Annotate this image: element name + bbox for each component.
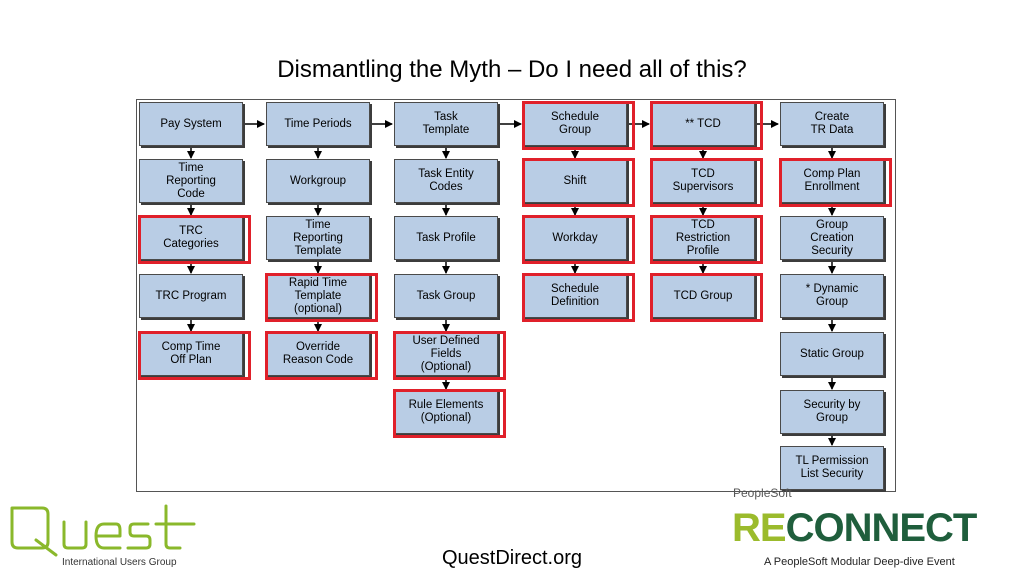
quest-logo xyxy=(10,504,196,557)
quest-tagline: International Users Group xyxy=(62,557,177,568)
flow-node: Shift xyxy=(523,159,627,203)
flow-node: Schedule Group xyxy=(523,102,627,146)
connector-layer xyxy=(187,120,836,446)
flow-node: Workgroup xyxy=(266,159,370,203)
flow-node: Time Reporting Template xyxy=(266,216,370,260)
red-highlight-box xyxy=(265,331,378,380)
flow-node: TCD Group xyxy=(651,274,755,318)
flow-node: Task Group xyxy=(394,274,498,318)
red-highlight-box xyxy=(650,273,763,322)
reconnect-logo-connect: CONNECT xyxy=(785,506,978,550)
flow-node: * Dynamic Group xyxy=(780,274,884,318)
flow-node: Pay System xyxy=(139,102,243,146)
footer-url: QuestDirect.org xyxy=(441,547,583,569)
red-highlight-box xyxy=(522,215,635,264)
slide-title: Dismantling the Myth – Do I need all of … xyxy=(277,56,747,83)
flow-node: Static Group xyxy=(780,332,884,376)
flow-node: TL Permission List Security xyxy=(780,446,884,490)
red-highlight-box xyxy=(650,101,763,150)
flow-node: TCD Restriction Profile xyxy=(651,216,755,260)
red-highlight-box xyxy=(393,389,506,438)
red-highlight-box xyxy=(522,101,635,150)
reconnect-logo-re: RE xyxy=(732,506,787,550)
peoplesoft-label: PeopleSoft xyxy=(733,486,792,500)
flow-node: Group Creation Security xyxy=(780,216,884,260)
reconnect-tagline: A PeopleSoft Modular Deep-dive Event xyxy=(764,556,955,568)
flow-node: Task Profile xyxy=(394,216,498,260)
flow-node: Time Reporting Code xyxy=(139,159,243,203)
red-highlight-box xyxy=(522,273,635,322)
red-highlight-box xyxy=(522,158,635,207)
flow-node: Time Periods xyxy=(266,102,370,146)
flow-node: Comp Time Off Plan xyxy=(139,332,243,376)
red-highlight-box xyxy=(138,331,251,380)
flow-node: Create TR Data xyxy=(780,102,884,146)
flow-node: TCD Supervisors xyxy=(651,159,755,203)
reconnect-logo: RECONNECT xyxy=(732,506,978,551)
flow-node: TRC Categories xyxy=(139,216,243,260)
flow-node: TRC Program xyxy=(139,274,243,318)
flow-node: User Defined Fields (Optional) xyxy=(394,332,498,376)
red-highlight-box xyxy=(650,215,763,264)
red-highlight-box xyxy=(779,158,892,207)
red-highlight-box xyxy=(138,215,251,264)
red-highlight-box xyxy=(265,273,378,322)
red-highlight-box xyxy=(650,158,763,207)
flow-node: Security by Group xyxy=(780,390,884,434)
flow-node: Task Entity Codes xyxy=(394,159,498,203)
flow-node: Task Template xyxy=(394,102,498,146)
red-highlight-box xyxy=(393,331,506,380)
flow-node: Override Reason Code xyxy=(266,332,370,376)
